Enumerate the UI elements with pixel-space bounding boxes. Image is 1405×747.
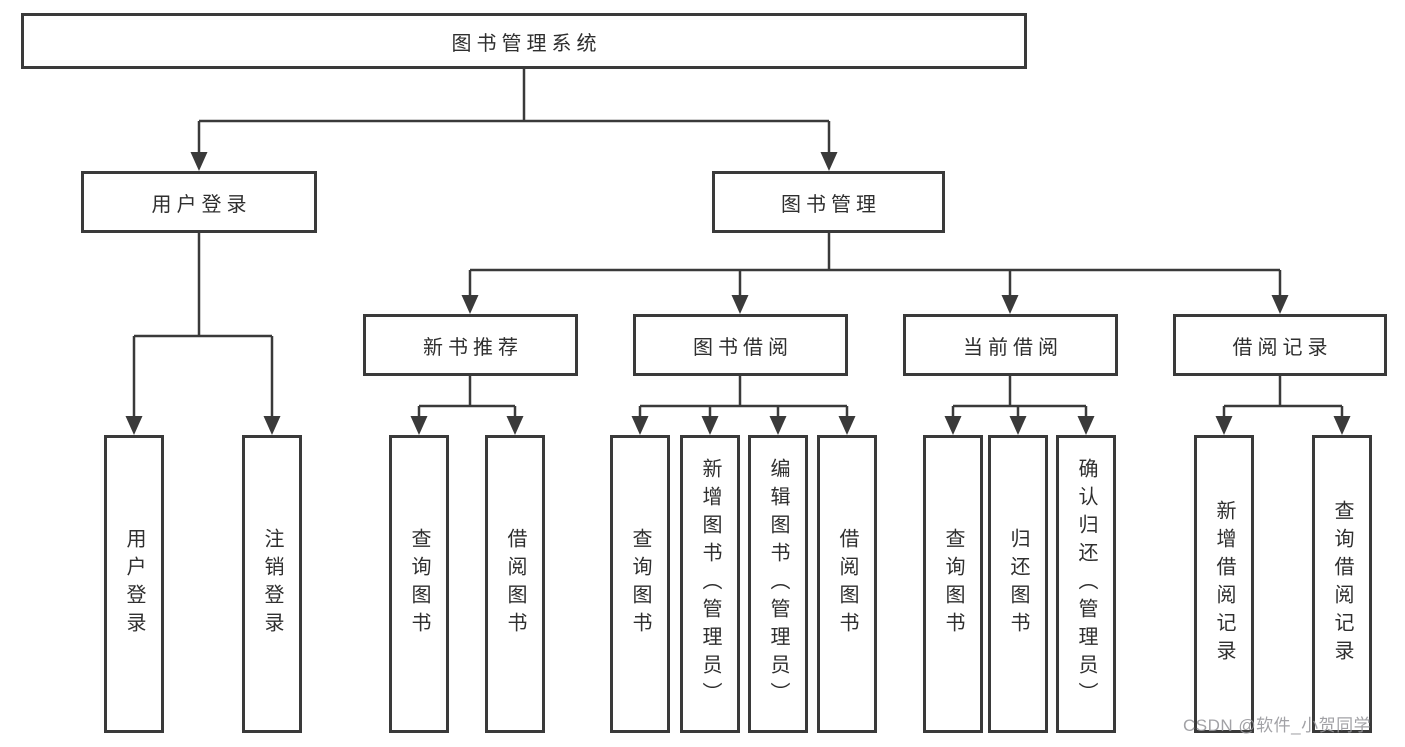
node-book-management: 图书管理: [712, 171, 945, 233]
node-label: 编辑图书（管理员）: [767, 458, 789, 710]
node-label: 新增图书（管理员）: [699, 458, 721, 710]
node-current-borrowing: 当前借阅: [903, 314, 1118, 376]
csdn-watermark: CSDN @软件_小贺同学: [1183, 716, 1372, 735]
node-label: 用户登录: [123, 528, 145, 640]
arrowhead-icon: [731, 295, 749, 314]
arrowhead-icon: [125, 416, 143, 435]
arrowhead-icon: [1077, 416, 1095, 435]
node-label: 注销登录: [261, 528, 283, 640]
arrowhead-icon: [1271, 295, 1289, 314]
node-query-books-recommend: 查询图书: [389, 435, 449, 733]
node-label: 图书管理: [781, 193, 881, 216]
node-label: 当前借阅: [963, 336, 1063, 359]
node-query-books-current: 查询图书: [923, 435, 983, 733]
node-library-management-system: 图书管理系统: [21, 13, 1027, 69]
arrowhead-icon: [461, 295, 479, 314]
node-confirm-return-admin: 确认归还（管理员）: [1056, 435, 1116, 733]
node-label: 确认归还（管理员）: [1075, 458, 1097, 710]
node-book-borrowing: 图书借阅: [633, 314, 848, 376]
node-user-login-leaf: 用户登录: [104, 435, 164, 733]
node-label: 查询图书: [408, 528, 430, 640]
arrowhead-icon: [769, 416, 787, 435]
node-borrow-books: 借阅图书: [817, 435, 877, 733]
node-query-books-borrowing: 查询图书: [610, 435, 670, 733]
arrowhead-icon: [410, 416, 428, 435]
node-borrowing-records: 借阅记录: [1173, 314, 1387, 376]
arrowhead-icon: [190, 152, 208, 171]
node-query-borrow-record: 查询借阅记录: [1312, 435, 1372, 733]
arrowhead-icon: [1333, 416, 1351, 435]
arrowhead-icon: [838, 416, 856, 435]
node-label: 查询图书: [942, 528, 964, 640]
arrowhead-icon: [506, 416, 524, 435]
node-label: 借阅记录: [1232, 336, 1333, 359]
node-add-borrow-record: 新增借阅记录: [1194, 435, 1254, 733]
arrowhead-icon: [631, 416, 649, 435]
node-logout: 注销登录: [242, 435, 302, 733]
arrowhead-icon: [701, 416, 719, 435]
node-label: 用户登录: [151, 193, 252, 216]
node-label: 图书借阅: [693, 336, 793, 359]
arrowhead-icon: [1009, 416, 1027, 435]
node-label: 新增借阅记录: [1213, 500, 1235, 668]
node-new-book-recommend: 新书推荐: [363, 314, 578, 376]
node-return-books: 归还图书: [988, 435, 1048, 733]
node-user-login: 用户登录: [81, 171, 317, 233]
arrowhead-icon: [944, 416, 962, 435]
arrowhead-icon: [263, 416, 281, 435]
node-label: 借阅图书: [504, 528, 526, 640]
node-label: 图书管理系统: [451, 32, 602, 55]
node-edit-books-admin: 编辑图书（管理员）: [748, 435, 808, 733]
arrowhead-icon: [820, 152, 838, 171]
node-add-books-admin: 新增图书（管理员）: [680, 435, 740, 733]
node-borrow-books-recommend: 借阅图书: [485, 435, 545, 733]
node-label: 归还图书: [1007, 528, 1029, 640]
arrowhead-icon: [1215, 416, 1233, 435]
node-label: 新书推荐: [423, 336, 523, 359]
node-label: 查询图书: [629, 528, 651, 640]
arrowhead-icon: [1001, 295, 1019, 314]
node-label: 借阅图书: [836, 528, 858, 640]
arrowheads: [125, 152, 1351, 435]
node-label: 查询借阅记录: [1331, 500, 1353, 668]
